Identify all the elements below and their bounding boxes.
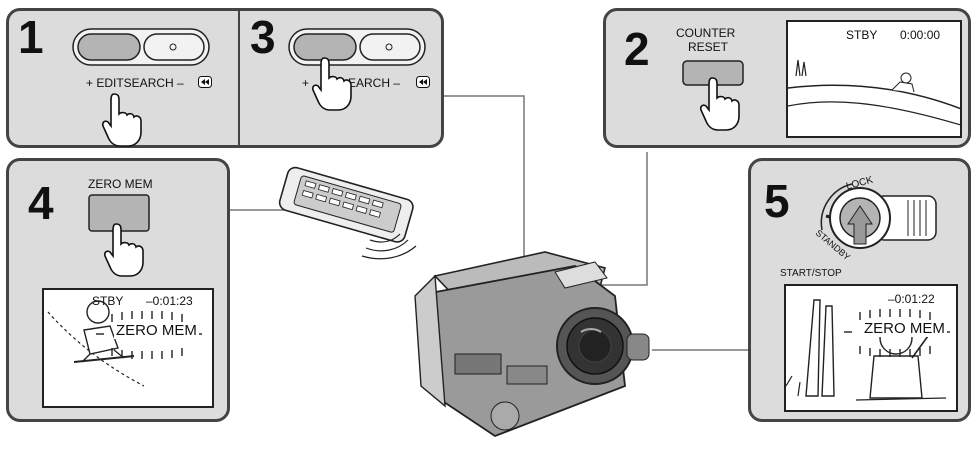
step-number-2: 2 bbox=[624, 23, 650, 75]
editsearch-label-step3-left: + bbox=[302, 76, 310, 90]
lcd-status-step2: STBY bbox=[846, 28, 878, 42]
skier-illustration bbox=[47, 300, 145, 387]
zero-mem-flash-rays-step5 bbox=[844, 309, 950, 357]
hand-pointer-icon-step2 bbox=[700, 77, 740, 131]
lcd-zero-mem-step4: ZERO MEM bbox=[114, 322, 199, 339]
counter-reset-label-line1: COUNTER bbox=[676, 26, 736, 40]
remote-control-icon bbox=[278, 166, 417, 260]
power-switch-dial bbox=[820, 183, 937, 249]
editsearch-button-pair-step3 bbox=[288, 28, 426, 66]
lcd-screen-step2 bbox=[786, 20, 962, 138]
lcd-screen-step4 bbox=[42, 288, 214, 408]
lcd-counter-step4: –0:01:23 bbox=[146, 294, 193, 308]
counter-reset-label-line2: RESET bbox=[688, 40, 729, 54]
skis-snowman-illustration bbox=[786, 299, 947, 401]
hand-pointer-icon-step4 bbox=[104, 223, 144, 277]
connector-step3 bbox=[443, 95, 525, 262]
editsearch-minus-button-step3 bbox=[359, 33, 421, 61]
lcd-status-step4: STBY bbox=[92, 294, 124, 308]
step-number-5: 5 bbox=[764, 175, 790, 227]
editsearch-button-pair bbox=[72, 28, 210, 66]
zero-mem-button-label: ZERO MEM bbox=[88, 177, 153, 191]
hand-pointer-icon-step3 bbox=[312, 57, 352, 111]
editsearch-label: + EDITSEARCH – bbox=[86, 76, 184, 90]
camcorder-icon bbox=[414, 251, 650, 438]
step-number-4: 4 bbox=[28, 177, 54, 229]
editsearch-label-step3-right: EARCH – bbox=[348, 76, 401, 90]
lcd-counter-step5: –0:01:22 bbox=[888, 292, 935, 306]
rewind-icon-step3 bbox=[416, 76, 430, 88]
press-arrow-icon bbox=[847, 205, 873, 245]
editsearch-plus-button bbox=[77, 33, 141, 61]
start-stop-label: START/STOP bbox=[780, 268, 842, 279]
rewind-icon bbox=[198, 76, 212, 88]
step-number-3: 3 bbox=[250, 11, 276, 63]
editsearch-minus-button bbox=[143, 33, 205, 61]
lcd-zero-mem-step5: ZERO MEM bbox=[862, 320, 947, 337]
panel-divider bbox=[238, 11, 240, 145]
step-number-1: 1 bbox=[18, 11, 44, 63]
lcd-counter-step2: 0:00:00 bbox=[900, 28, 941, 42]
lcd-screen-step5 bbox=[784, 284, 958, 412]
ski-slope-illustration bbox=[788, 59, 960, 126]
hand-pointer-icon bbox=[102, 93, 142, 147]
